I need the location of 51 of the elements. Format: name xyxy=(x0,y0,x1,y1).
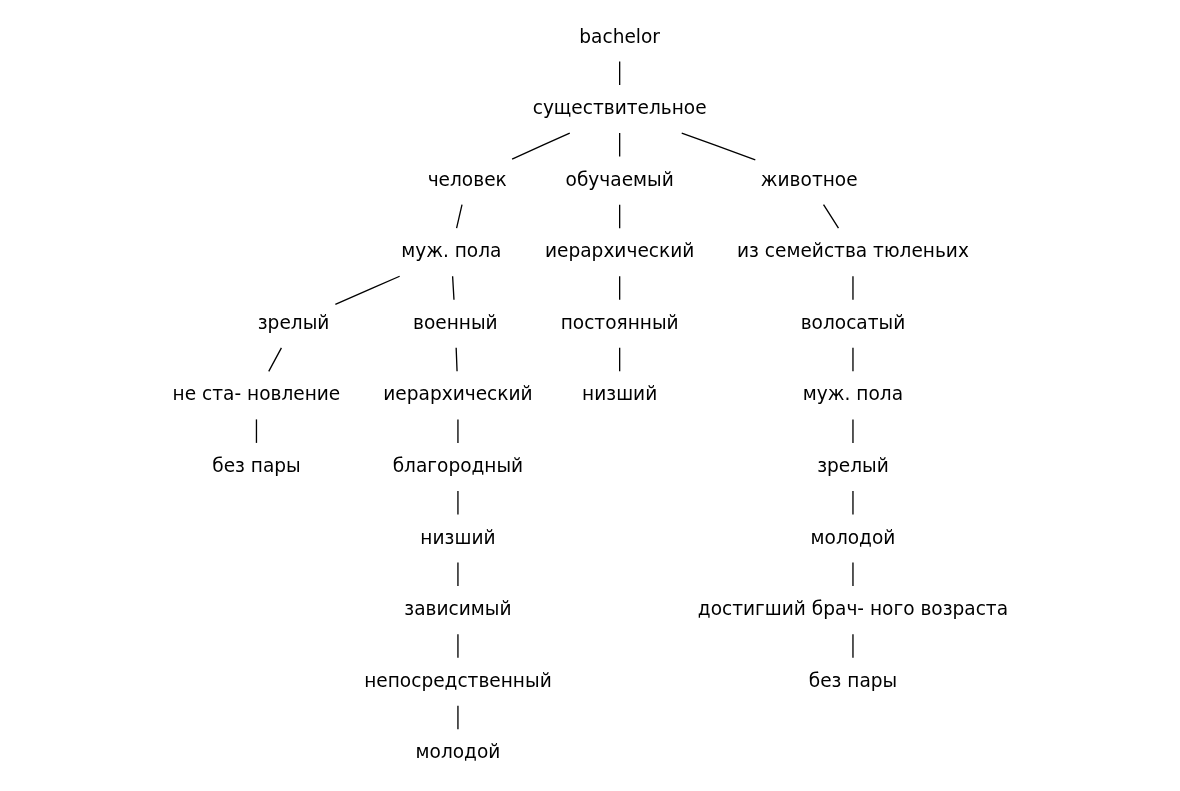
connector xyxy=(618,204,620,229)
node-text: военный xyxy=(412,311,498,333)
connector xyxy=(851,561,854,587)
connector xyxy=(851,275,854,301)
connector xyxy=(267,347,282,372)
connector xyxy=(451,275,455,301)
node-text: благородный xyxy=(392,454,523,476)
node-text: существительное xyxy=(532,97,707,119)
node-text: низший xyxy=(419,526,495,548)
node-text: низший xyxy=(581,383,657,405)
connector xyxy=(456,418,459,444)
node-text: иерархический xyxy=(544,240,694,262)
node-text: волосатый xyxy=(800,311,905,333)
connector xyxy=(334,275,400,305)
connector xyxy=(455,347,458,372)
node-text: зависимый xyxy=(403,598,512,620)
node-text: без пары xyxy=(211,454,301,476)
connector xyxy=(618,275,620,301)
node-text: молодой xyxy=(415,741,500,763)
node-text: зрелый xyxy=(816,454,889,476)
node-text: животное xyxy=(760,168,858,190)
connector xyxy=(255,418,257,444)
connector xyxy=(851,490,854,516)
connector xyxy=(618,132,620,158)
node-text: человек xyxy=(427,168,507,190)
connector xyxy=(456,705,459,730)
node-text: не ста- новление xyxy=(172,383,340,405)
connector xyxy=(510,132,570,160)
node-text: зрелый xyxy=(257,311,329,333)
connector xyxy=(455,204,463,229)
connector xyxy=(851,633,854,659)
node-text: иерархический xyxy=(382,383,533,405)
node-text: муж. пола xyxy=(802,383,903,405)
connector xyxy=(456,633,459,659)
node-text: молодой xyxy=(810,526,895,548)
connector xyxy=(618,347,620,372)
node-text: из семейства тюленьих xyxy=(736,240,969,262)
connector xyxy=(456,561,459,587)
connector xyxy=(680,132,756,161)
node-text: обучаемый xyxy=(565,168,674,190)
connector xyxy=(851,418,854,444)
connector xyxy=(456,490,459,516)
connector xyxy=(618,60,620,86)
node-text: bachelor xyxy=(578,25,660,47)
connector xyxy=(851,347,854,372)
node-text: достигший брач- ного возраста xyxy=(697,598,1008,620)
node-text: постоянный xyxy=(560,311,679,333)
node-text: муж. пола xyxy=(400,240,501,262)
node-text: без пары xyxy=(808,669,897,691)
connector xyxy=(822,204,839,229)
node-text: непосредственный xyxy=(363,669,552,691)
